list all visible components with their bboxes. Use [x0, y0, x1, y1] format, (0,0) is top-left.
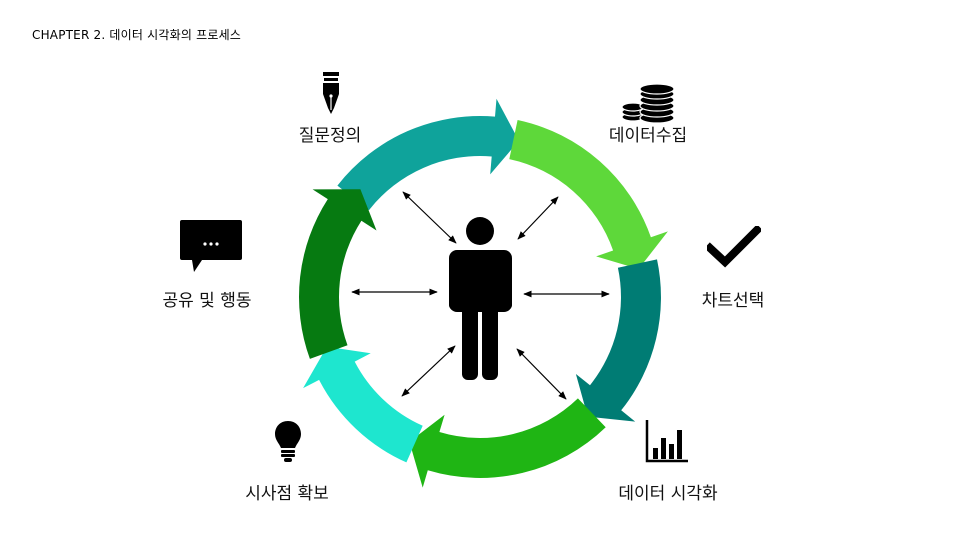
step-label-chart-selection: 차트선택: [701, 291, 765, 311]
lightbulb-icon: [275, 421, 301, 463]
step-label-question: 질문정의: [298, 126, 362, 146]
connector-arrow: [401, 345, 456, 397]
person-icon: [449, 217, 512, 380]
checkmark-icon: [707, 226, 761, 268]
cycle-arrow-visualization: [409, 398, 606, 488]
step-label-visualization: 데이터 시각화: [618, 484, 718, 504]
cycle-arrow-question: [337, 98, 519, 211]
cycle-arrow-collection: [509, 120, 668, 269]
connector-arrow: [516, 348, 567, 400]
cycle-arrow-insight: [303, 346, 423, 463]
cycle-arrow-share: [299, 189, 377, 359]
connector-arrows: [351, 191, 610, 400]
coin-stack-icon: [621, 84, 677, 124]
step-label-data-collection: 데이터수집: [608, 126, 688, 146]
connector-arrow: [517, 196, 559, 240]
page-title: CHAPTER 2. 데이터 시각화의 프로세스: [32, 28, 242, 42]
connector-arrow: [402, 191, 457, 244]
step-label-share-action: 공유 및 행동: [162, 291, 252, 311]
fountain-pen-icon: [320, 72, 342, 116]
cycle-arrow-chart: [575, 259, 661, 422]
step-label-insight: 시사점 확보: [245, 484, 329, 504]
speech-bubble-icon: [180, 220, 242, 274]
bar-chart-icon: [645, 420, 689, 464]
